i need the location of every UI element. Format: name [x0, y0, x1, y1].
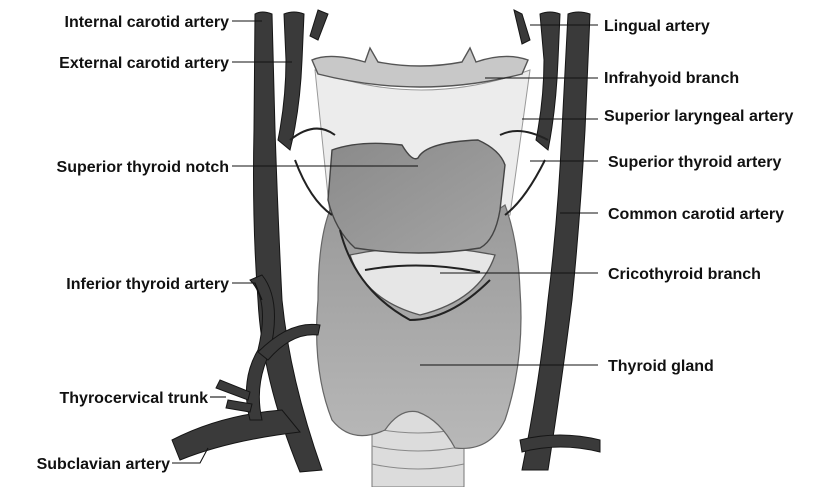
label-inferior-thyroid: Inferior thyroid artery — [66, 276, 229, 293]
label-internal-carotid: Internal carotid artery — [65, 14, 230, 31]
label-superior-thyroid: Superior thyroid artery — [608, 154, 781, 171]
label-subclavian: Subclavian artery — [37, 456, 171, 473]
label-thyroid-gland: Thyroid gland — [608, 358, 714, 375]
label-cricothyroid-branch: Cricothyroid branch — [608, 266, 761, 283]
label-superior-laryngeal: Superior laryngeal artery — [604, 108, 794, 125]
label-common-carotid: Common carotid artery — [608, 206, 784, 223]
label-infrahyoid-branch: Infrahyoid branch — [604, 70, 739, 87]
label-thyrocervical-trunk: Thyrocervical trunk — [60, 390, 209, 407]
label-lingual: Lingual artery — [604, 18, 710, 35]
label-superior-thyroid-notch: Superior thyroid notch — [57, 159, 229, 176]
label-external-carotid: External carotid artery — [59, 55, 229, 72]
